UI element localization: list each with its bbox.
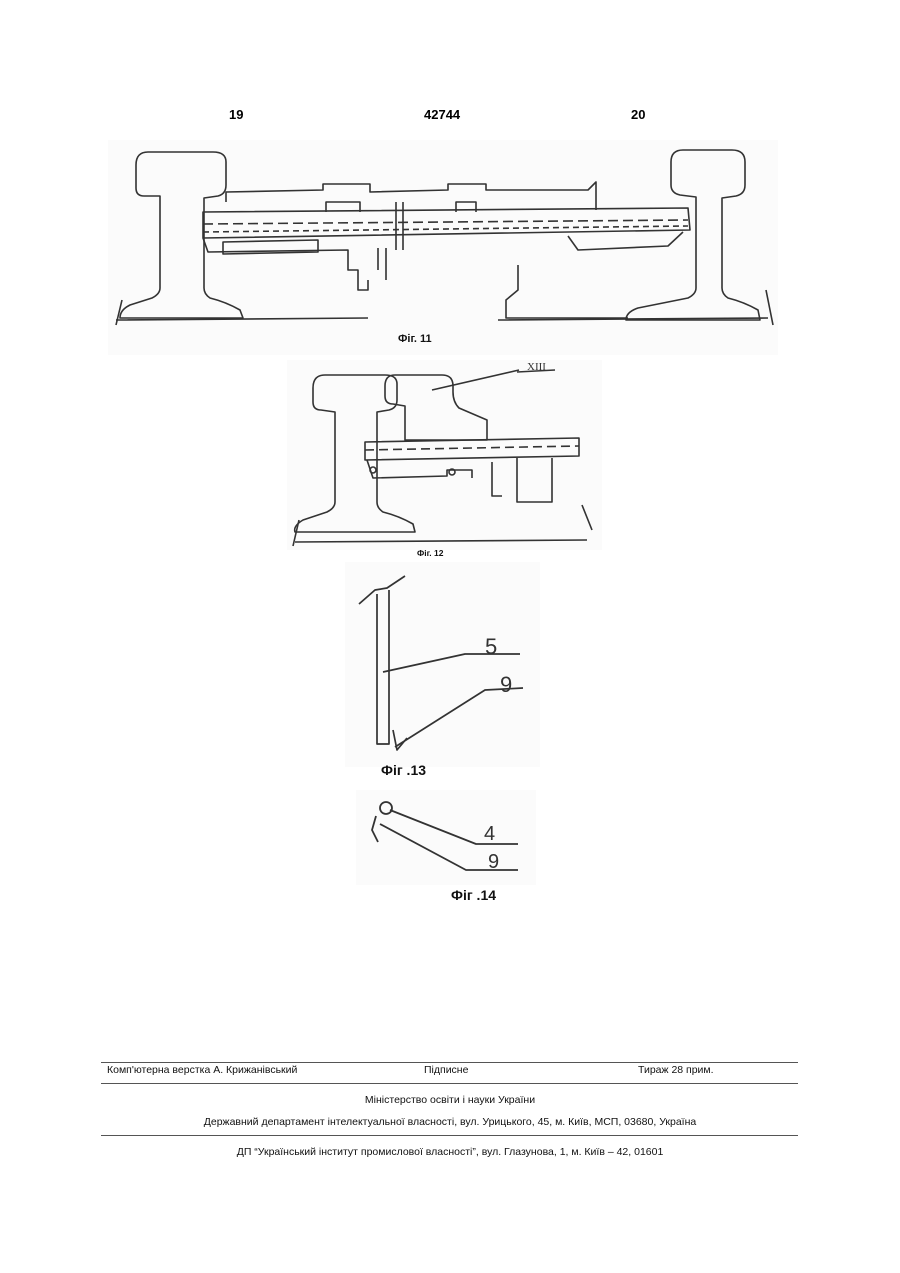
patent-number: 42744 <box>424 107 460 122</box>
figure-12-drawing: XIII <box>287 360 602 550</box>
footer-ministry: Міністерство освіти і науки України <box>0 1094 900 1106</box>
figure-14-label-9: 9 <box>488 851 499 873</box>
footer-department: Державний департамент інтелектуальної вл… <box>0 1116 900 1128</box>
footer-divider-top <box>101 1062 798 1063</box>
figure-14-drawing: 4 9 <box>356 790 536 885</box>
footer-institute: ДП “Український інститут промислової вла… <box>0 1146 900 1158</box>
figure-13-drawing: 5 9 <box>345 562 540 767</box>
footer-divider-middle <box>101 1083 798 1084</box>
footer-signed: Підписне <box>424 1064 468 1076</box>
figure-14-label-4: 4 <box>484 823 495 845</box>
footer-layout-credit: Комп'ютерна верстка А. Крижанівський <box>107 1064 297 1076</box>
figure-11-drawing <box>108 140 778 355</box>
figure-12-caption: Фіг. 12 <box>417 548 443 558</box>
figure-13-caption: Фіг .13 <box>381 762 426 778</box>
figure-14-caption: Фіг .14 <box>451 887 496 903</box>
figure-12-label: XIII <box>527 361 546 373</box>
figure-13-label-9: 9 <box>500 672 512 697</box>
figure-11-caption: Фіг. 11 <box>398 333 432 345</box>
footer-divider-bottom <box>101 1135 798 1136</box>
figure-13-label-5: 5 <box>485 634 497 659</box>
page-number-right: 20 <box>631 107 645 122</box>
page-number-left: 19 <box>229 107 243 122</box>
footer-circulation: Тираж 28 прим. <box>638 1064 714 1076</box>
